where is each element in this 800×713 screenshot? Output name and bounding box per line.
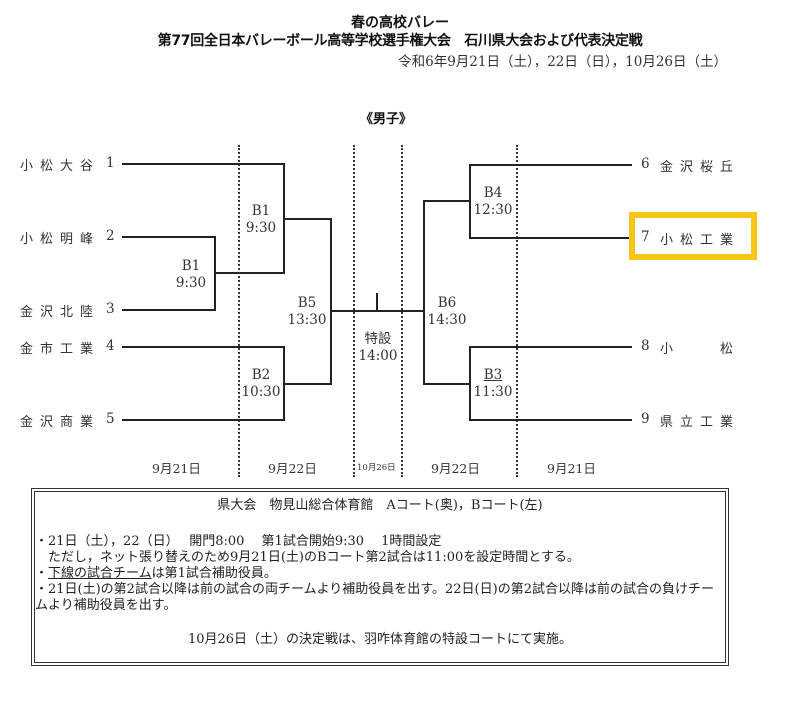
match-court: B5 (297, 295, 317, 311)
bracket-line (122, 163, 285, 165)
day-divider-1 (238, 145, 240, 477)
team-name: 県立工業 (660, 415, 741, 430)
bracket-line (469, 419, 632, 421)
team-seed: 7 (641, 229, 650, 245)
match-time: 14:00 (358, 348, 398, 364)
team-seed: 2 (106, 228, 115, 244)
day-divider-4 (516, 145, 518, 477)
match-court: B1 (251, 203, 271, 219)
match-court: B6 (437, 295, 457, 311)
day-label: 9月22日 (431, 461, 480, 476)
team-name: 金沢北陸 (20, 305, 101, 320)
match-time: 14:30 (427, 312, 467, 328)
highlight-box (629, 212, 757, 260)
team-name: 小松工業 (660, 233, 741, 248)
team-name: 金沢商業 (20, 415, 101, 430)
match-time: 11:30 (473, 384, 513, 400)
match-time: 10:30 (241, 384, 281, 400)
bracket-line (122, 236, 216, 238)
team-seed: 4 (106, 338, 115, 354)
final-line (330, 310, 425, 312)
team-seed: 3 (106, 301, 115, 317)
match-time: 9:30 (175, 275, 207, 291)
note-schedule: ・21日（土），22（日） 開門8:00 第1試合開始9:30 1時間設定 (35, 534, 442, 549)
tournament-title: 第77回全日本バレーボール高等学校選手権大会 石川県大会および代表決定戦 (157, 33, 643, 49)
match-b3: B3 11:30 (470, 367, 516, 401)
bracket-line (423, 200, 425, 385)
division-label: 《男子》 (360, 112, 413, 127)
match-b5: B5 13:30 (284, 295, 330, 329)
match-court: B4 (483, 185, 503, 201)
bracket-line (423, 200, 471, 202)
team-seed: 6 (641, 156, 650, 172)
bracket-line (469, 237, 630, 239)
note-underline: ・下線の試合チームは第1試合補助役員。 (35, 566, 277, 581)
bracket-line (423, 383, 471, 385)
team-name: 金沢桜丘 (660, 160, 741, 175)
bracket-line (283, 218, 332, 220)
day-label: 9月21日 (547, 461, 596, 476)
match-time: 12:30 (473, 202, 513, 218)
bracket-line (469, 164, 471, 239)
bracket-line (122, 309, 216, 311)
day-label: 9月21日 (152, 461, 201, 476)
bracket-line (469, 164, 632, 166)
event-title: 春の高校バレー (351, 15, 449, 31)
note-net-change: ただし，ネット張り替えのため9月21日(土)のBコート第2試合は11:00を設定… (35, 550, 580, 565)
match-court: 特設 (364, 331, 392, 347)
match-time: 9:30 (245, 220, 277, 236)
team-name: 小松大谷 (20, 159, 101, 174)
match-b2: B2 10:30 (238, 367, 284, 401)
final-tick (376, 293, 378, 311)
bracket-line (122, 346, 285, 348)
day-label: 9月22日 (268, 461, 317, 476)
bracket-line (283, 383, 332, 385)
match-court: B2 (251, 367, 271, 383)
bracket-line (330, 218, 332, 385)
team-seed: 1 (106, 155, 115, 171)
match-court: B3 (483, 367, 503, 383)
bracket-line (214, 272, 285, 274)
bracket-line (469, 346, 471, 421)
match-b6: B6 14:30 (424, 295, 470, 329)
note-officials: ・21日(土)の第2試合以降は前の試合の両チームより補助役員を出す。22日(日)… (35, 582, 714, 613)
team-name: 金市工業 (20, 342, 101, 357)
bracket-line (469, 346, 632, 348)
notes-box: 県大会 物見山総合体育館 Aコート(奥)，Bコート(左) ・21日（土），22（… (31, 488, 729, 666)
match-b1-second: B1 9:30 (238, 203, 284, 237)
match-b4: B4 12:30 (470, 185, 516, 219)
note-final-venue: 10月26日（土）の決定戦は、羽咋体育館の特設コートにて実施。 (187, 632, 573, 647)
match-time: 13:30 (287, 312, 327, 328)
team-name: 小松明峰 (20, 232, 101, 247)
team-seed: 5 (106, 411, 115, 427)
note-underline-rest: は第1試合補助役員。 (151, 566, 277, 581)
day-label: 10月26日 (357, 463, 396, 473)
match-court: B1 (181, 258, 201, 274)
team-seed: 9 (641, 411, 650, 427)
note-underline-term: 下線の試合チーム (48, 566, 152, 581)
match-b1-first: B1 9:30 (168, 258, 214, 292)
team-seed: 8 (641, 338, 650, 354)
venue-info: 県大会 物見山総合体育館 Aコート(奥)，Bコート(左) (217, 498, 543, 513)
bracket-line (122, 419, 285, 421)
match-final: 特設 14:00 (355, 331, 401, 365)
tournament-dates: 令和6年9月21日（土），22日（日），10月26日（土） (398, 54, 727, 70)
team-name: 小 松 (660, 342, 741, 357)
